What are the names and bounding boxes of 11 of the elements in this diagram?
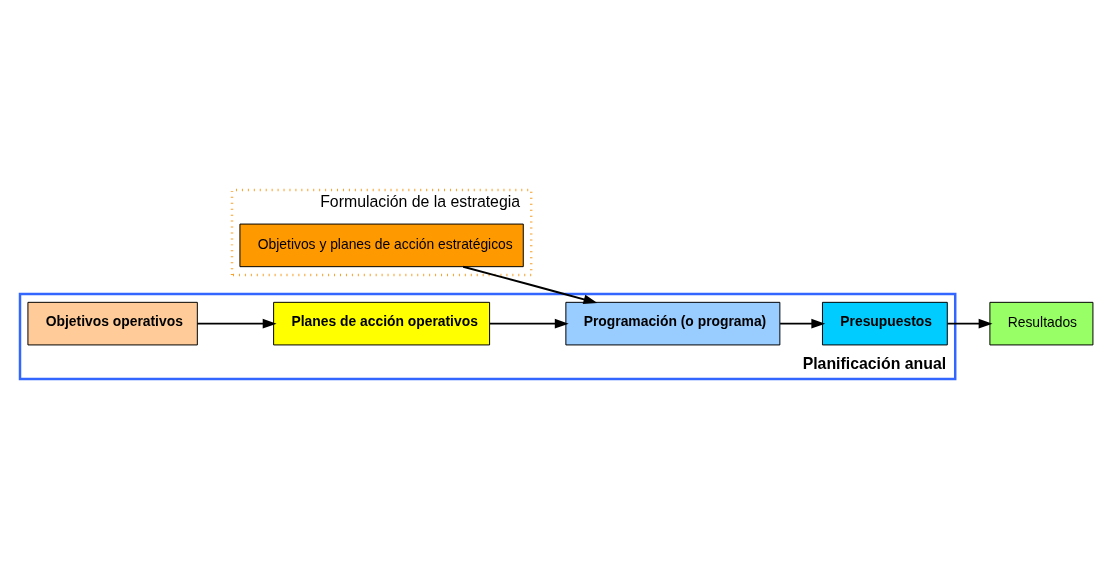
node-box: Programación (o programa) — [565, 301, 781, 345]
node-box: Presupuestos — [821, 301, 948, 345]
arrow — [488, 318, 569, 328]
node-box: Objetivos y planes de acción estratégicos — [239, 223, 524, 267]
arrow — [462, 265, 598, 304]
arrow — [196, 318, 277, 328]
node-box: Planes de acción operativos — [273, 301, 491, 345]
node-box: Objetivos operativos — [27, 301, 198, 345]
arrow — [779, 318, 826, 328]
arrow — [946, 318, 993, 328]
node-box: Resultados — [989, 301, 1094, 345]
